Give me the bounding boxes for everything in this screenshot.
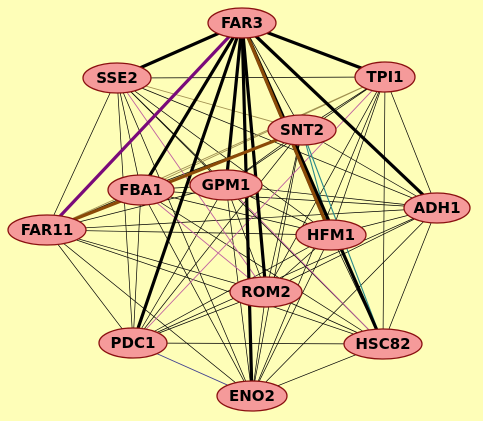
node-eno2-shape <box>216 380 288 412</box>
node-far3-shape <box>207 7 277 39</box>
edge-fba1-eno2 <box>140 189 253 397</box>
edge-far11-pdc1 <box>46 229 134 344</box>
node-far11[interactable]: FAR11 <box>7 214 87 246</box>
node-fba1-shape <box>107 174 175 206</box>
node-rom2-label: ROM2 <box>241 283 291 301</box>
node-far3-label: FAR3 <box>221 14 263 32</box>
edge-far3-rom2 <box>240 21 268 294</box>
node-gpm1-shape <box>189 169 263 201</box>
node-adh1[interactable]: ADH1 <box>403 192 471 224</box>
edge-gpm1-hsc82 <box>225 184 384 345</box>
edge-rom2-eno2 <box>251 291 267 397</box>
edge-adh1-rom2 <box>265 207 438 293</box>
edge-tpi1-hfm1 <box>330 76 386 236</box>
node-hsc82[interactable]: HSC82 <box>343 328 423 360</box>
edge-far11-eno2 <box>46 229 253 397</box>
node-fba1[interactable]: FBA1 <box>107 174 175 206</box>
node-adh1-shape <box>403 192 471 224</box>
node-gpm1[interactable]: GPM1 <box>189 169 263 201</box>
edge-sse2-fba1 <box>116 77 142 191</box>
edge-tpi1-adh1 <box>384 76 438 209</box>
node-hsc82-shape <box>343 328 423 360</box>
edge-snt2-adh1 <box>301 129 438 209</box>
edge-far11-rom2 <box>46 229 267 293</box>
edge-sse2-far11 <box>46 77 118 231</box>
edge-fba1-adh1 <box>140 189 438 209</box>
node-hsc82-label: HSC82 <box>355 335 410 353</box>
node-eno2[interactable]: ENO2 <box>216 380 288 412</box>
node-pdc1-label: PDC1 <box>111 334 156 352</box>
node-snt2-label: SNT2 <box>280 121 324 139</box>
edge-far3-adh1 <box>240 21 439 210</box>
node-far11-shape <box>7 214 87 246</box>
edge-gpm1-pdc1 <box>132 184 227 344</box>
edge-tpi1-far11 <box>46 76 386 231</box>
edge-far11-adh1 <box>46 207 438 231</box>
node-sse2-label: SSE2 <box>96 69 138 87</box>
edge-snt2-eno2 <box>251 129 303 397</box>
node-rom2[interactable]: ROM2 <box>229 276 303 308</box>
node-hfm1-shape <box>295 219 367 251</box>
node-sse2-shape <box>82 62 152 94</box>
edge-sse2-tpi1 <box>116 76 386 79</box>
edge-far11-hfm1 <box>46 229 332 236</box>
edge-fba1-rom2 <box>140 189 267 293</box>
edge-pdc1-hsc82 <box>132 342 384 345</box>
node-hfm1[interactable]: HFM1 <box>295 219 367 251</box>
edge-far3-eno2 <box>240 21 254 398</box>
node-sse2[interactable]: SSE2 <box>82 62 152 94</box>
edge-adh1-hsc82 <box>382 207 438 345</box>
edge-tpi1-hsc82 <box>382 76 386 345</box>
edge-far3-fba1 <box>139 21 244 192</box>
nodes-layer: FAR3 SSE2 TPI1 SNT2 FBA1 GPM1 FAR11 ADH <box>7 7 471 412</box>
edge-tpi1-rom2 <box>265 76 386 293</box>
node-far3[interactable]: FAR3 <box>207 7 277 39</box>
node-hfm1-label: HFM1 <box>307 226 355 244</box>
node-snt2-shape <box>267 114 337 146</box>
edge-fba1-pdc1 <box>132 189 142 344</box>
edge-sse2-snt2 <box>116 77 303 131</box>
edge-far3-far11 <box>45 21 244 232</box>
node-fba1-label: FBA1 <box>119 181 163 199</box>
node-pdc1[interactable]: PDC1 <box>98 327 168 359</box>
node-tpi1-shape <box>354 61 416 93</box>
edge-sse2-hfm1 <box>116 77 332 236</box>
node-rom2-shape <box>229 276 303 308</box>
node-tpi1-label: TPI1 <box>366 68 403 86</box>
edge-snt2-rom2 <box>265 129 303 293</box>
edge-adh1-eno2 <box>251 207 438 397</box>
edge-far3-pdc1 <box>131 21 244 345</box>
edge-snt2-pdc1 <box>132 129 303 344</box>
node-pdc1-shape <box>98 327 168 359</box>
edge-far11-hsc82 <box>46 229 384 345</box>
node-tpi1[interactable]: TPI1 <box>354 61 416 93</box>
node-adh1-label: ADH1 <box>413 199 460 217</box>
node-eno2-label: ENO2 <box>229 387 275 405</box>
node-gpm1-label: GPM1 <box>202 176 251 194</box>
edge-snt2-far11 <box>45 128 304 232</box>
edge-far3-snt2 <box>241 22 303 131</box>
node-snt2[interactable]: SNT2 <box>267 114 337 146</box>
edge-fba1-hsc82 <box>140 189 384 345</box>
node-far11-label: FAR11 <box>21 221 74 239</box>
edge-hfm1-eno2 <box>251 234 332 397</box>
